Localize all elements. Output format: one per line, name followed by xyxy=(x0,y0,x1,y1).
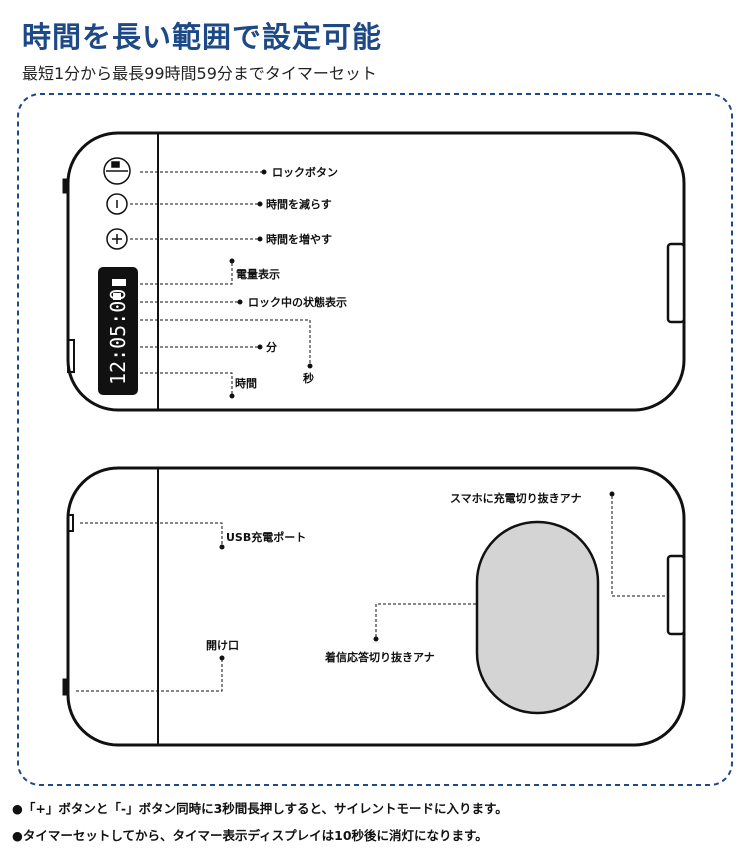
device-back xyxy=(62,466,686,747)
label-lock-status: ロック中の状態表示 xyxy=(248,295,347,309)
note-silent-mode: ●「+」ボタンと「-」ボタン同時に3秒間長押しすると、サイレントモードに入ります… xyxy=(12,801,508,816)
timer-display xyxy=(98,267,138,395)
increase-button xyxy=(106,228,128,250)
label-answer-hole: 着信応答切り抜きアナ xyxy=(324,650,435,664)
lock-button xyxy=(103,157,131,185)
note-display-off: ●タイマーセットしてから、タイマー表示ディスプレイは10秒後に消灯になります。 xyxy=(12,828,488,843)
device-front xyxy=(62,131,686,412)
subtitle: 最短1分から最長99時間59分までタイマーセット xyxy=(22,64,377,83)
label-increase: 時間を増やす xyxy=(266,232,332,246)
page-title: 時間を長い範囲で設定可能 xyxy=(22,20,383,54)
phone-charge-hole xyxy=(475,520,600,715)
display-digits: 12:05:00 xyxy=(106,289,130,385)
label-phone-hole: スマホに充電切り抜きアナ xyxy=(450,491,581,505)
label-decrease: 時間を減らす xyxy=(266,197,332,211)
label-battery: 電量表示 xyxy=(236,267,280,281)
label-minute: 分 xyxy=(266,340,277,354)
label-second: 秒 xyxy=(303,371,314,385)
decrease-button xyxy=(106,193,128,215)
outer-border xyxy=(17,93,733,786)
label-hour: 時間 xyxy=(235,376,257,390)
label-opening: 開け口 xyxy=(206,639,239,652)
label-lock-button: ロックボタン xyxy=(272,165,338,179)
label-usb-port: USB充電ポート xyxy=(226,530,306,544)
